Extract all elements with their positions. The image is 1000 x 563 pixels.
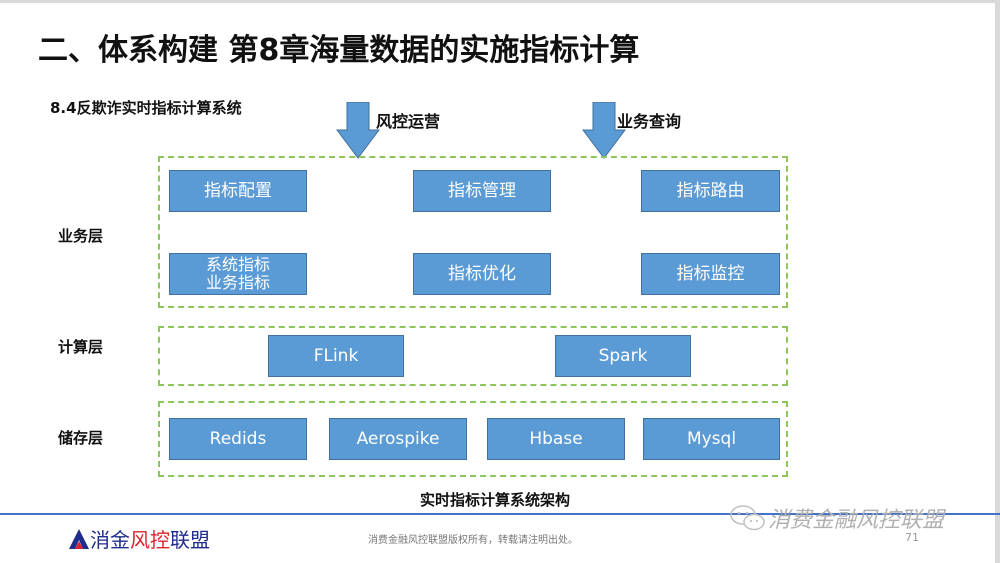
- arrow-down-icon: [336, 102, 380, 159]
- layer-label-compute: 计算层: [58, 338, 104, 356]
- copyright-notice: 消费金融风控联盟版权所有，转载请注明出处。: [368, 535, 578, 546]
- node-line-business-metrics: 业务指标: [205, 273, 270, 292]
- logo-text-highlight: 风控: [130, 528, 170, 552]
- wechat-watermark: 消费金融风控联盟: [728, 502, 944, 534]
- layer-label-storage: 储存层: [58, 429, 104, 447]
- logo-triangle-icon: [69, 528, 89, 549]
- section-subtitle: 8.4反欺诈实时指标计算系统: [50, 99, 242, 117]
- node-metric-routing[interactable]: 指标路由: [641, 170, 780, 212]
- diagram-caption: 实时指标计算系统架构: [420, 491, 571, 509]
- wechat-icon: [730, 505, 765, 531]
- node-hbase[interactable]: Hbase: [487, 418, 625, 460]
- node-system-business-metrics[interactable]: 系统指标 业务指标: [169, 253, 307, 295]
- slide: 二、体系构建 第8章海量数据的实施指标计算 8.4反欺诈实时指标计算系统 风控运…: [0, 3, 995, 563]
- node-flink[interactable]: FLink: [268, 335, 404, 377]
- compute-layer-container: [158, 326, 788, 386]
- storage-layer-container: [158, 401, 788, 477]
- node-spark[interactable]: Spark: [555, 335, 691, 377]
- node-mysql[interactable]: Mysql: [643, 418, 780, 460]
- node-metric-management[interactable]: 指标管理: [413, 170, 551, 212]
- layer-label-business: 业务层: [58, 227, 104, 245]
- node-line-system-metrics: 系统指标: [205, 255, 270, 274]
- node-aerospike[interactable]: Aerospike: [329, 418, 467, 460]
- input-label-risk-ops: 风控运营: [376, 112, 441, 131]
- logo-text-suffix: 联盟: [170, 528, 210, 552]
- watermark-text: 消费金融风控联盟: [768, 508, 945, 533]
- input-label-business-query: 业务查询: [617, 112, 682, 131]
- node-redis[interactable]: Redids: [169, 418, 307, 460]
- slide-title: 二、体系构建 第8章海量数据的实施指标计算: [38, 33, 640, 68]
- business-layer-container: [158, 156, 788, 308]
- footer-logo: 消金风控联盟: [68, 524, 210, 553]
- node-metric-optimization[interactable]: 指标优化: [413, 253, 551, 295]
- arrow-down-icon: [582, 102, 626, 159]
- node-metric-monitoring[interactable]: 指标监控: [641, 253, 780, 295]
- page-number: 71: [905, 531, 919, 544]
- footer-divider: [0, 513, 1000, 515]
- node-metric-config[interactable]: 指标配置: [169, 170, 307, 212]
- logo-text-prefix: 消金: [90, 528, 130, 552]
